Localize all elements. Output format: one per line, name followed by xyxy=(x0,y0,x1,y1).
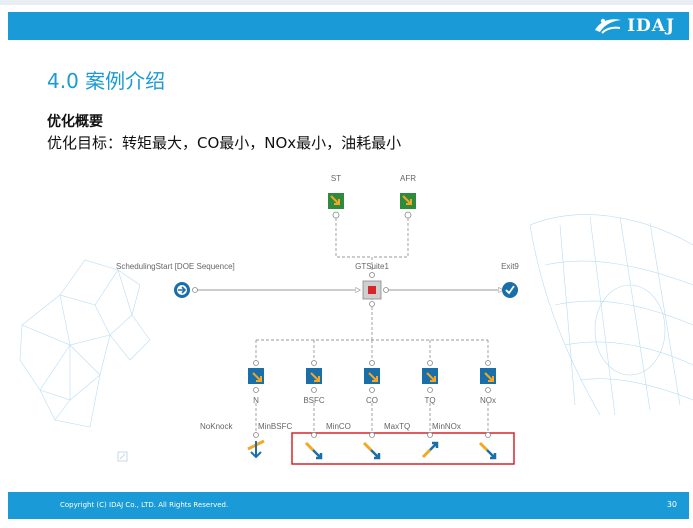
output-label-co: CO xyxy=(366,396,378,405)
wireframe-left-decoration xyxy=(19,259,151,428)
output-label-nox: NOx xyxy=(480,396,496,405)
gtsuite-label: GTSuite1 xyxy=(355,262,389,271)
objective-node-minnox[interactable] xyxy=(478,432,497,460)
objectives-highlight-box xyxy=(291,432,515,465)
constraint-label: NoKnock xyxy=(200,422,233,431)
output-node-nox[interactable]: NOx xyxy=(480,360,496,406)
output-node-n[interactable]: N xyxy=(248,360,264,406)
output-node-bsfc[interactable]: BSFC xyxy=(303,360,325,406)
output-node-tq[interactable]: TQ xyxy=(422,360,438,406)
constraint-node-noknock[interactable] xyxy=(247,432,265,459)
output-label-tq: TQ xyxy=(424,396,435,405)
objective-label-minco: MinCO xyxy=(326,422,351,431)
objective-node-minbsfc[interactable] xyxy=(304,432,323,460)
input-label-st: ST xyxy=(331,174,341,183)
exit-node[interactable]: Exit9 xyxy=(501,262,519,298)
objective-node-maxtq[interactable] xyxy=(421,432,439,459)
copyright-text: Copyright (C) IDAJ Co., LTD. All Rights … xyxy=(60,501,229,509)
objective-label-maxtq: MaxTQ xyxy=(384,422,410,431)
wireframe-right-car-decoration xyxy=(529,214,693,416)
objective-label-minbsfc: MinBSFC xyxy=(258,422,292,431)
exit-label: Exit9 xyxy=(501,262,519,271)
input-node-afr[interactable]: AFR xyxy=(400,174,416,219)
summary-text: 优化目标：转矩最大，CO最小，NOx最小，油耗最小 xyxy=(47,134,402,152)
output-node-co[interactable]: CO xyxy=(364,360,380,406)
objective-node-minco[interactable] xyxy=(362,432,381,460)
input-node-st[interactable]: ST xyxy=(328,174,344,219)
summary-heading: 优化概要 xyxy=(47,114,103,130)
output-label-n: N xyxy=(253,396,259,405)
idaj-logo: IDAJ xyxy=(593,15,675,37)
gtsuite-node[interactable]: GTSuite1 xyxy=(355,262,389,307)
start-label: SchedulingStart [DOE Sequence] xyxy=(116,262,235,271)
footer-bar: Copyright (C) IDAJ Co., LTD. All Rights … xyxy=(8,492,689,519)
input-label-afr: AFR xyxy=(400,174,416,183)
output-label-bsfc: BSFC xyxy=(303,396,325,405)
optimization-workflow-diagram: ST AFR SchedulingStart [DOE Sequence] GT… xyxy=(19,174,693,465)
logo-swoosh-icon xyxy=(595,18,622,34)
slide-title: 4.0 案例介绍 xyxy=(47,69,166,93)
scheduling-start-node[interactable]: SchedulingStart [DOE Sequence] xyxy=(116,262,235,298)
header-bar: IDAJ xyxy=(8,12,689,40)
objective-label-minnox: MinNOx xyxy=(432,422,461,431)
document-icon xyxy=(117,451,128,462)
page-number: 30 xyxy=(666,500,677,509)
logo-text: IDAJ xyxy=(627,16,675,36)
dashed-connectors xyxy=(255,218,489,433)
top-rule xyxy=(0,0,693,5)
